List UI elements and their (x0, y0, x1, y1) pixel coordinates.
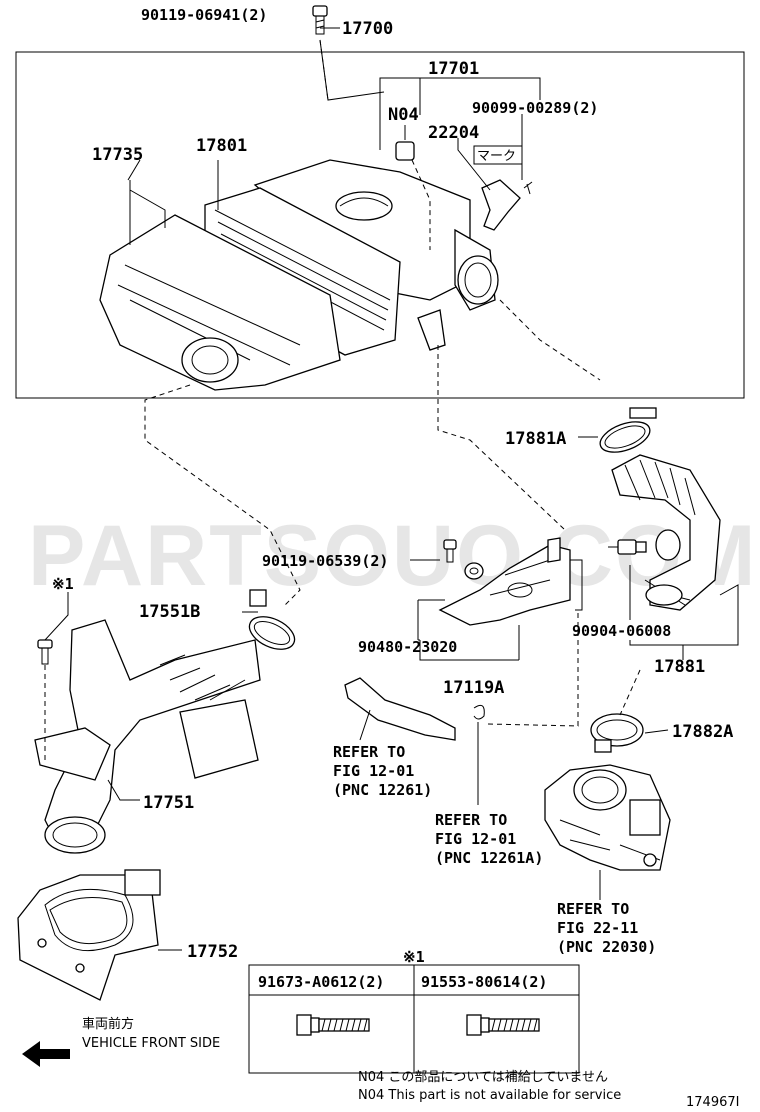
duct-17752-icon (17, 869, 161, 1001)
air-cleaner-drawing (99, 141, 533, 391)
ref3-line1: REFER TO (557, 900, 629, 918)
ref1-line1: REFER TO (333, 743, 405, 761)
direction-jp: 車両前方 (82, 1016, 134, 1032)
label-17700: 17700 (342, 19, 393, 39)
label-17881a: 17881A (505, 429, 566, 449)
watermark: PARTSOUQ.COM (28, 508, 758, 604)
label-17881: 17881 (654, 657, 705, 677)
clamp-17882a-icon (590, 713, 644, 753)
note-jp: N04 この部品については補給していません (358, 1070, 608, 1085)
hose-clip-icon (473, 704, 485, 720)
figure-id: 174967I (686, 1095, 739, 1110)
intake-hose-17881-icon (611, 454, 721, 611)
bracket-17119a-icon (438, 537, 571, 626)
bolt-table-col2: 91553-80614(2) (421, 973, 547, 991)
note-en: N04 This part is not available for servi… (358, 1088, 621, 1103)
bolt-91553-icon (466, 1014, 540, 1036)
label-17119a: 17119A (443, 678, 504, 698)
label-90904-06008: 90904-06008 (572, 622, 671, 640)
bolt-table-col1: 91673-A0612(2) (258, 973, 384, 991)
ref2-line2: FIG 12-01 (435, 830, 516, 848)
assembly-box-17700 (15, 51, 745, 399)
bolt-91673-icon (296, 1014, 370, 1036)
ref1-line2: FIG 12-01 (333, 762, 414, 780)
bolt-table-title: ※1 (403, 948, 425, 966)
label-17701: 17701 (428, 59, 479, 79)
label-17801: 17801 (196, 136, 247, 156)
clamp-17551b-icon (248, 589, 296, 650)
label-90099-00289: 90099-00289(2) (472, 99, 598, 117)
mark-box (473, 145, 523, 165)
inlet-duct-17751-icon (34, 619, 261, 854)
grommet-90480-23020-icon (464, 562, 484, 580)
ref3-line2: FIG 22-11 (557, 919, 638, 937)
label-17735: 17735 (92, 145, 143, 165)
label-17551b: 17551B (139, 602, 200, 622)
vehicle-front-arrow-icon (22, 1041, 70, 1067)
bolt-90119-06941-icon (312, 5, 328, 35)
hose-12261-icon (344, 677, 456, 741)
direction-en: VEHICLE FRONT SIDE (82, 1036, 220, 1051)
bolt-table (248, 964, 580, 1074)
label-90480-23020: 90480-23020 (358, 638, 457, 656)
label-17882a: 17882A (672, 722, 733, 742)
label-n04: N04 (388, 105, 419, 125)
clamp-17881a-icon (599, 407, 657, 453)
ref1-line3: (PNC 12261) (333, 781, 432, 799)
label-90119-06539: 90119-06539(2) (262, 552, 388, 570)
connector-90904-06008-icon (608, 539, 647, 555)
bolt-90119-06539-icon (443, 539, 457, 563)
bolt-star1-icon (37, 639, 53, 665)
label-22204: 22204 (428, 123, 479, 143)
label-mark: マーク (477, 149, 516, 164)
ref3-line3: (PNC 22030) (557, 938, 656, 956)
throttle-body-icon (544, 764, 671, 871)
label-17752: 17752 (187, 942, 238, 962)
ref2-line3: (PNC 12261A) (435, 849, 543, 867)
label-star1: ※1 (52, 575, 74, 593)
label-90119-06941: 90119-06941(2) (141, 6, 267, 24)
label-17751: 17751 (143, 793, 194, 813)
ref2-line1: REFER TO (435, 811, 507, 829)
